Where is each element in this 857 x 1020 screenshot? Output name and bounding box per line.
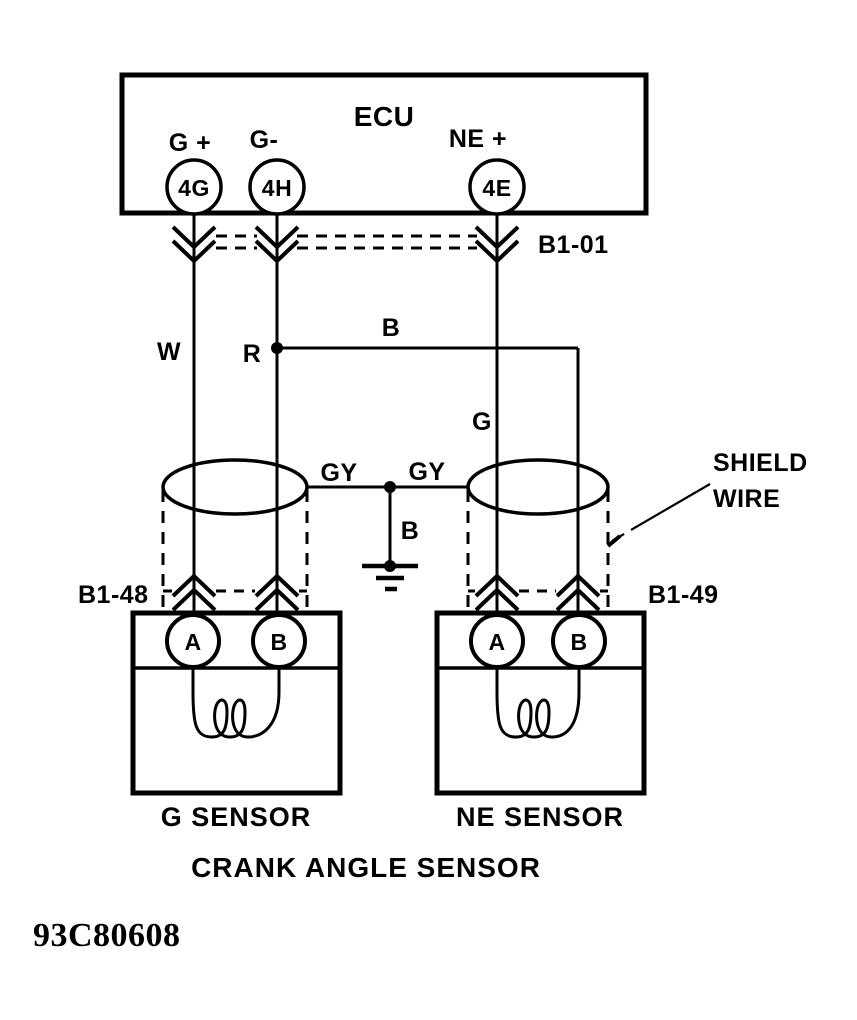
g-sensor-terminal-a: A [184, 629, 201, 655]
ground-icon [362, 563, 418, 592]
wire-gy-left-label: GY [320, 459, 357, 487]
g-sensor-terminal-b: B [270, 629, 287, 655]
ecu-terminal-label-ne-plus: NE + [449, 125, 507, 153]
ecu-pin-4e: 4E [482, 175, 511, 201]
ecu-pin-4g: 4G [178, 175, 210, 201]
g-sensor-block: A B G SENSOR [130, 610, 343, 832]
shield-cylinder-top [466, 458, 610, 516]
ne-sensor-terminal-b-circle [551, 613, 607, 669]
ne-sensor-terminal-b: B [570, 629, 587, 655]
junction-dot [271, 342, 283, 354]
leader-line [611, 483, 711, 542]
connector-b1-48: B1-48 [78, 573, 300, 612]
shield-top-dashed [216, 234, 477, 250]
g-sensor-box [130, 610, 343, 796]
ecu-pin-circle-4e [468, 158, 526, 216]
wire-g-label: G [472, 408, 492, 436]
coil-icon [495, 667, 581, 739]
ecu-label: ECU [354, 101, 415, 132]
chevron-down-icon [474, 225, 520, 264]
shield-cylinder-left [161, 458, 309, 612]
ne-sensor-label: NE SENSOR [456, 802, 624, 832]
chevron-up-icon [555, 573, 601, 612]
chevron-down-icon [254, 225, 300, 264]
chevron-down-icon [171, 225, 217, 264]
ne-sensor-box [434, 610, 647, 796]
ecu-pin-4h: 4H [262, 175, 292, 201]
g-sensor-label: G SENSOR [161, 802, 312, 832]
chevron-up-icon [171, 573, 217, 612]
wire-b-ground-label: B [401, 517, 420, 545]
ecu-terminal-label-g-plus: G + [169, 129, 212, 157]
ne-sensor-terminal-a-circle [469, 613, 525, 669]
shield-wire-label-line2: WIRE [713, 485, 780, 513]
ecu-box [119, 72, 649, 216]
shield-cylinder-top [161, 458, 309, 516]
ecu-pin-circle-4g [165, 158, 223, 216]
wire-w-label: W [157, 338, 181, 366]
ne-sensor-block: A B NE SENSOR [434, 610, 647, 832]
g-sensor-terminal-b-circle [251, 613, 307, 669]
ne-sensor-terminal-a: A [488, 629, 505, 655]
figure-code: 93C80608 [33, 917, 181, 954]
g-sensor-terminal-a-circle [165, 613, 221, 669]
shield-wire-label-line1: SHIELD [713, 449, 808, 477]
ecu-block: ECU G + G- NE + 4G 4H 4E [119, 72, 649, 216]
wire-labels: W R B G GY GY B [157, 314, 492, 545]
coil-icon [191, 667, 281, 739]
connector-b1-01-label: B1-01 [538, 231, 609, 259]
connector-b1-49-label: B1-49 [648, 581, 719, 609]
junction-dot [384, 481, 396, 493]
leader-tick [606, 534, 622, 548]
ecu-pin-circle-4h [248, 158, 306, 216]
connector-b1-01: B1-01 [171, 225, 609, 264]
chevron-up-icon [474, 573, 520, 612]
chevron-up-icon [254, 573, 300, 612]
connector-b1-48-label: B1-48 [78, 581, 149, 609]
shield-wire-callout: SHIELD WIRE [606, 449, 808, 548]
wire-r-label: R [243, 340, 262, 368]
diagram-caption: CRANK ANGLE SENSOR [191, 852, 541, 883]
ecu-terminal-label-g-minus: G- [250, 126, 279, 154]
shield-cylinder-right [466, 458, 610, 612]
connector-b1-49: B1-49 [474, 573, 719, 612]
wire-b-label: B [382, 314, 401, 342]
wires [192, 214, 580, 614]
wire-gy-right-label: GY [408, 458, 445, 486]
